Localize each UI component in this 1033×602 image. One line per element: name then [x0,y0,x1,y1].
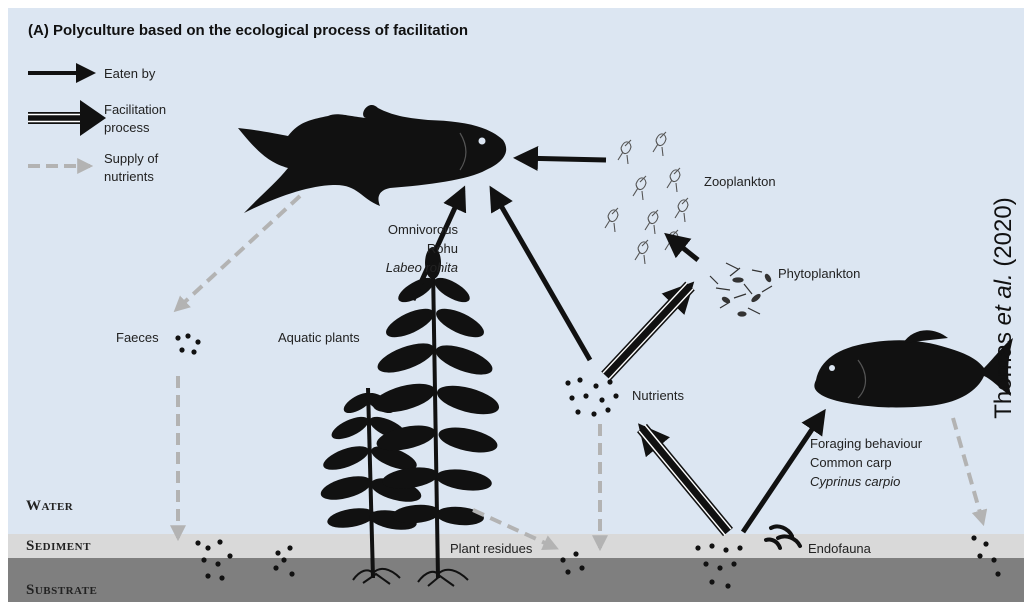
arrow-phytoplankton-to-zooplankton [668,236,698,260]
citation-year: (2020) [990,197,1017,273]
carp-label-3: Cyprinus carpio [810,474,900,490]
arrow-nutrients-to-phytoplankton [603,283,693,379]
water-layer-label: Water [26,498,73,515]
citation-author: Thomas [990,325,1017,418]
rohu-label-2: Rohu [298,241,458,257]
substrate-layer [8,558,1024,602]
diagram-title: (A) Polyculture based on the ecological … [28,22,468,39]
diagram-canvas [8,8,1024,602]
carp-fish-silhouette [814,330,1013,407]
citation-text: Thomas et al. (2020) [990,197,1018,418]
phytoplankton-label: Phytoplankton [778,266,860,282]
arrow-carp-to-nutrients [639,425,731,535]
legend-facilitation-arrow [28,100,106,136]
legend-facilitation-label-1: Facilitation [104,102,166,118]
facilitation-arrows [603,283,731,535]
carp-label-1: Foraging behaviour [810,436,922,452]
rohu-label-3: Labeo rohita [298,260,458,276]
phytoplankton-cluster [710,263,772,316]
citation-et-al: et al. [990,273,1017,325]
aquatic-plants-label: Aquatic plants [278,330,360,346]
legend-facilitation-label-2: process [104,120,150,136]
arrow-carp-to-sediment [953,418,983,523]
rohu-fish-silhouette [238,105,506,213]
diagram-panel: (A) Polyculture based on the ecological … [8,8,1024,602]
plant-residues-label: Plant residues [450,541,532,557]
legend-eaten-by-label: Eaten by [104,66,155,82]
carp-label-2: Common carp [810,455,892,471]
zooplankton-label: Zooplankton [704,174,776,190]
sediment-layer-label: Sediment [26,538,91,555]
endofauna-label: Endofauna [808,541,871,557]
faeces-label: Faeces [116,330,159,346]
rohu-label-1: Omnivorous [298,222,458,238]
arrow-sediment-to-carp [743,413,823,532]
legend-supply-label-2: nutrients [104,169,154,185]
legend-supply-label-1: Supply of [104,151,158,167]
nutrients-label: Nutrients [632,388,684,404]
arrow-zooplankton-to-rohu [518,158,606,160]
substrate-layer-label: Substrate [26,582,97,599]
arrow-rohu-to-faeces [176,196,300,310]
arrow-nutrients-to-rohu [492,190,590,360]
